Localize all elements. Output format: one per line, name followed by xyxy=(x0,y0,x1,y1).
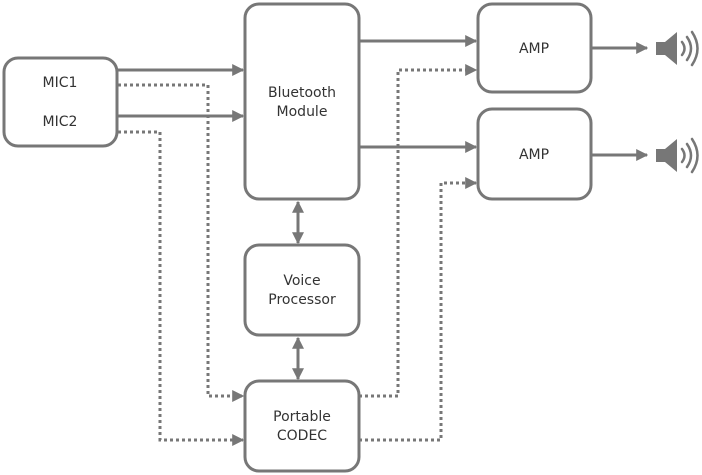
mic1-label: MIC1 xyxy=(43,75,78,91)
voice-label-line2: Processor xyxy=(268,292,336,308)
speaker-icon xyxy=(656,137,699,174)
bluetooth-label-line2: Module xyxy=(277,104,328,120)
bluetooth-module-box: Bluetooth Module xyxy=(243,2,361,201)
mic-box: MIC1 MIC2 xyxy=(2,56,119,148)
portable-codec-box: Portable CODEC xyxy=(243,379,361,473)
amp-bottom-box: AMP xyxy=(476,107,593,201)
bluetooth-label-line1: Bluetooth xyxy=(268,85,336,101)
mic1-to-codec-dotted-arrow xyxy=(118,83,245,402)
voice-label-line1: Voice xyxy=(283,273,320,289)
codec-label-line2: CODEC xyxy=(277,428,327,444)
speaker-icon xyxy=(656,30,699,67)
amp-bottom-label: AMP xyxy=(519,147,549,163)
codec-to-amp-bottom-dotted-arrow xyxy=(359,177,478,442)
amp-top-box: AMP xyxy=(476,2,593,94)
codec-to-amp-top-dotted-arrow xyxy=(359,64,478,398)
voice-processor-box: Voice Processor xyxy=(243,243,361,337)
amp-top-label: AMP xyxy=(519,41,549,57)
mic2-to-codec-dotted-arrow xyxy=(118,130,245,446)
codec-label-line1: Portable xyxy=(273,409,331,425)
mic2-label: MIC2 xyxy=(43,114,78,130)
